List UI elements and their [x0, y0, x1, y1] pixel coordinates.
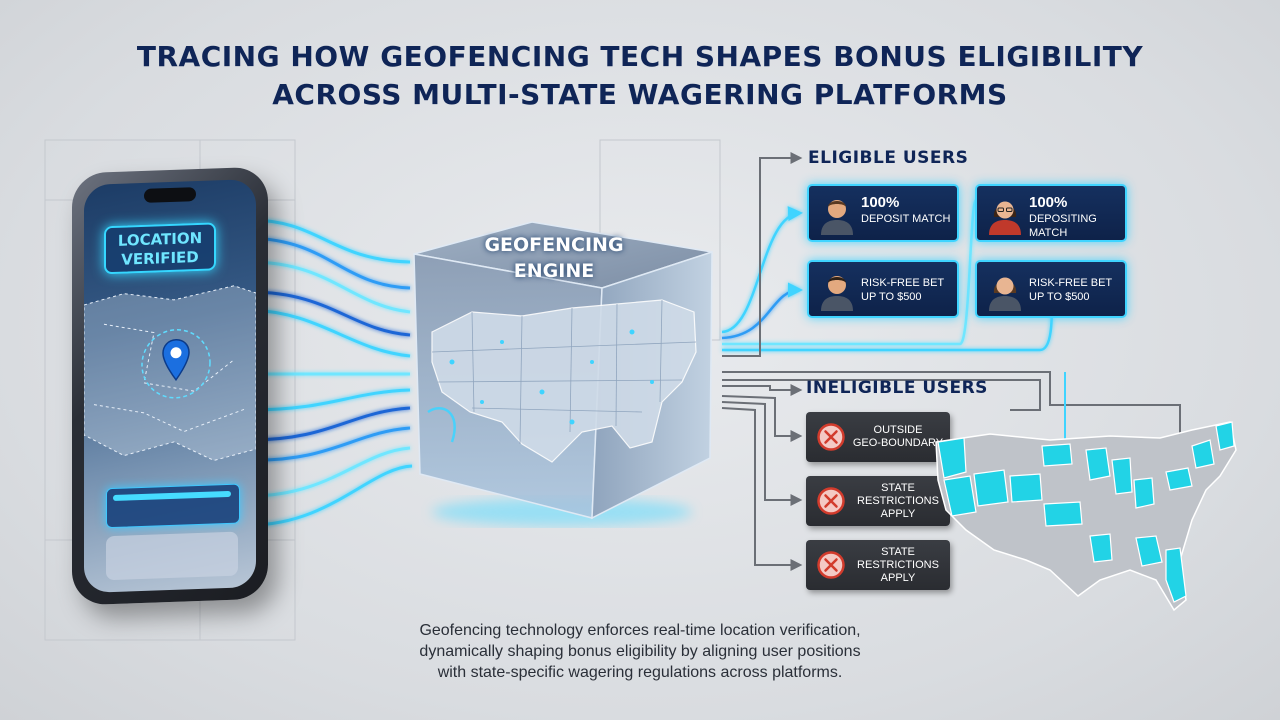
- engine-label-line-2: ENGINE: [513, 260, 595, 282]
- eligible-card-risk-free-bet: RISK-FREE BET UP TO $500: [807, 260, 959, 318]
- card-detail: DEPOSITING: [1029, 213, 1097, 225]
- title-line-2: ACROSS MULTI-STATE WAGERING PLATFORMS: [272, 78, 1008, 111]
- location-verified-badge: LOCATION VERIFIED: [104, 222, 216, 275]
- female-user-icon: [989, 201, 1021, 235]
- ineligible-state-restrictions-2: STATE RESTRICTIONS APPLY: [806, 540, 950, 590]
- title-line-1: TRACING HOW GEOFENCING TECH SHAPES BONUS…: [136, 40, 1144, 73]
- ineligible-outside-geo-boundary: OUTSIDE GEO-BOUNDARY: [806, 412, 950, 462]
- warn-line-3: APPLY: [880, 508, 916, 520]
- badge-line-2: VERIFIED: [121, 247, 199, 269]
- phone-to-engine-wires: [205, 218, 413, 527]
- restricted-x-icon: [817, 487, 845, 515]
- card-detail-2: UP TO $500: [1029, 291, 1090, 303]
- restricted-x-icon: [817, 423, 845, 451]
- progress-card: [106, 483, 240, 529]
- warn-line-2: GEO-BOUNDARY: [852, 437, 944, 449]
- warn-line-1: OUTSIDE: [873, 424, 923, 436]
- card-detail-2: MATCH: [1029, 227, 1068, 239]
- eligible-card-risk-free-bet-2: RISK-FREE BET UP TO $500: [975, 260, 1127, 318]
- ineligible-users-heading: INELIGIBLE USERS: [806, 378, 988, 398]
- female-user-icon: [989, 277, 1021, 311]
- male-user-icon: [821, 200, 853, 235]
- phone-map: [84, 285, 256, 461]
- card-detail: RISK-FREE BET: [861, 277, 945, 289]
- us-state-map: [935, 421, 1237, 612]
- location-pin-icon: [162, 339, 190, 382]
- smartphone: LOCATION VERIFIED: [72, 166, 268, 606]
- engine-to-ineligible-wires: [721, 152, 1186, 571]
- card-detail-2: UP TO $500: [861, 291, 922, 303]
- warn-line-2: RESTRICTIONS: [857, 559, 939, 571]
- geofencing-engine-cube: [413, 221, 713, 526]
- engine-label: GEOFENCING ENGINE: [470, 232, 638, 284]
- caption: Geofencing technology enforces real-time…: [340, 620, 940, 683]
- camera-notch: [144, 187, 196, 203]
- engine-label-line-1: GEOFENCING: [484, 234, 624, 256]
- male-user-icon: [821, 276, 853, 311]
- eligible-card-deposit-match: 100% DEPOSIT MATCH: [807, 184, 959, 242]
- card-detail: RISK-FREE BET: [1029, 277, 1113, 289]
- ineligible-state-restrictions: STATE RESTRICTIONS APPLY: [806, 476, 950, 526]
- warn-line-2: RESTRICTIONS: [857, 495, 939, 507]
- warn-line-1: STATE: [881, 482, 915, 494]
- card-headline: 100%: [1029, 194, 1068, 211]
- phone-screen: LOCATION VERIFIED: [84, 178, 256, 594]
- eligible-card-depositing-match: 100% DEPOSITING MATCH: [975, 184, 1127, 242]
- card-headline: 100%: [861, 194, 900, 211]
- caption-line-3: with state-specific wagering regulations…: [437, 664, 843, 681]
- eligible-users-heading: ELIGIBLE USERS: [808, 148, 969, 168]
- page-title: TRACING HOW GEOFENCING TECH SHAPES BONUS…: [0, 38, 1280, 114]
- restricted-x-icon: [817, 551, 845, 579]
- card-detail: DEPOSIT MATCH: [861, 213, 951, 225]
- caption-line-2: dynamically shaping bonus eligibility by…: [419, 643, 861, 660]
- info-card: [106, 531, 238, 581]
- warn-line-3: APPLY: [880, 572, 916, 584]
- warn-line-1: STATE: [881, 546, 915, 558]
- caption-line-1: Geofencing technology enforces real-time…: [419, 622, 861, 639]
